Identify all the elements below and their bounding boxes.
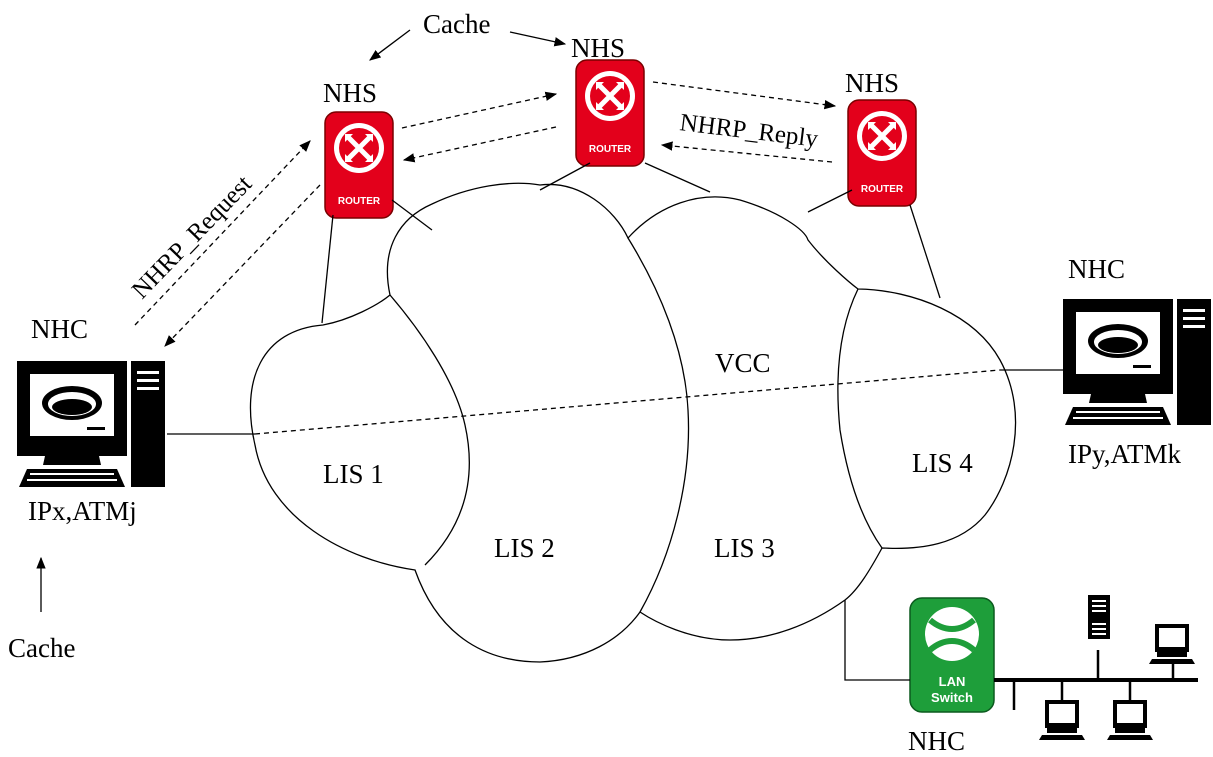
terminal-icon	[1149, 624, 1195, 664]
router-label: ROUTER	[338, 196, 381, 207]
terminal-icon	[1107, 700, 1153, 740]
nhc-left-computer	[17, 361, 165, 487]
nhs-right-label: NHS	[845, 68, 899, 98]
nhc-bottom-label: NHC	[908, 726, 965, 756]
nhc-right-computer	[1063, 299, 1211, 425]
lan-terminal-3	[1107, 700, 1153, 740]
switch-label-1: LAN	[939, 674, 966, 689]
vcc-label: VCC	[715, 348, 771, 378]
lis4-label: LIS 4	[912, 448, 973, 478]
lan-server	[1088, 595, 1110, 639]
nhrp-request-label: NHRP_Request	[127, 170, 257, 304]
computer-icon	[17, 361, 165, 487]
atm-cloud	[249, 182, 1017, 663]
cache-top-label: Cache	[423, 9, 490, 39]
lis2-label: LIS 2	[494, 533, 555, 563]
router-links	[321, 162, 941, 324]
lis1-label: LIS 1	[323, 459, 384, 489]
router-nhs-mid: ROUTER	[576, 60, 644, 166]
switch-label-2: Switch	[931, 690, 973, 705]
addr-left-label: IPx,ATMj	[28, 496, 137, 526]
nhrp-reply-label: NHRP_Reply	[678, 109, 820, 153]
switch-link	[844, 600, 910, 681]
nhc-left-label: NHC	[31, 314, 88, 344]
terminal-icon	[1039, 700, 1085, 740]
router-label: ROUTER	[589, 144, 632, 155]
lan-switch: LAN Switch	[909, 597, 995, 713]
lan-terminal-1	[1149, 624, 1195, 664]
lan-bus	[994, 650, 1198, 710]
nhs-mid-label: NHS	[571, 33, 625, 63]
computer-icon	[1063, 299, 1211, 425]
lan-terminal-2	[1039, 700, 1085, 740]
addr-right-label: IPy,ATMk	[1068, 439, 1182, 469]
lis3-label: LIS 3	[714, 533, 775, 563]
nhs-left-label: NHS	[323, 78, 377, 108]
router-label: ROUTER	[861, 184, 904, 195]
server-icon	[1088, 595, 1110, 639]
router-nhs-left: ROUTER	[325, 112, 393, 218]
arrows	[36, 29, 837, 612]
cache-bottom-label: Cache	[8, 633, 75, 663]
vcc-line	[254, 369, 1001, 435]
nhc-right-label: NHC	[1068, 254, 1125, 284]
router-nhs-right: ROUTER	[848, 100, 916, 206]
